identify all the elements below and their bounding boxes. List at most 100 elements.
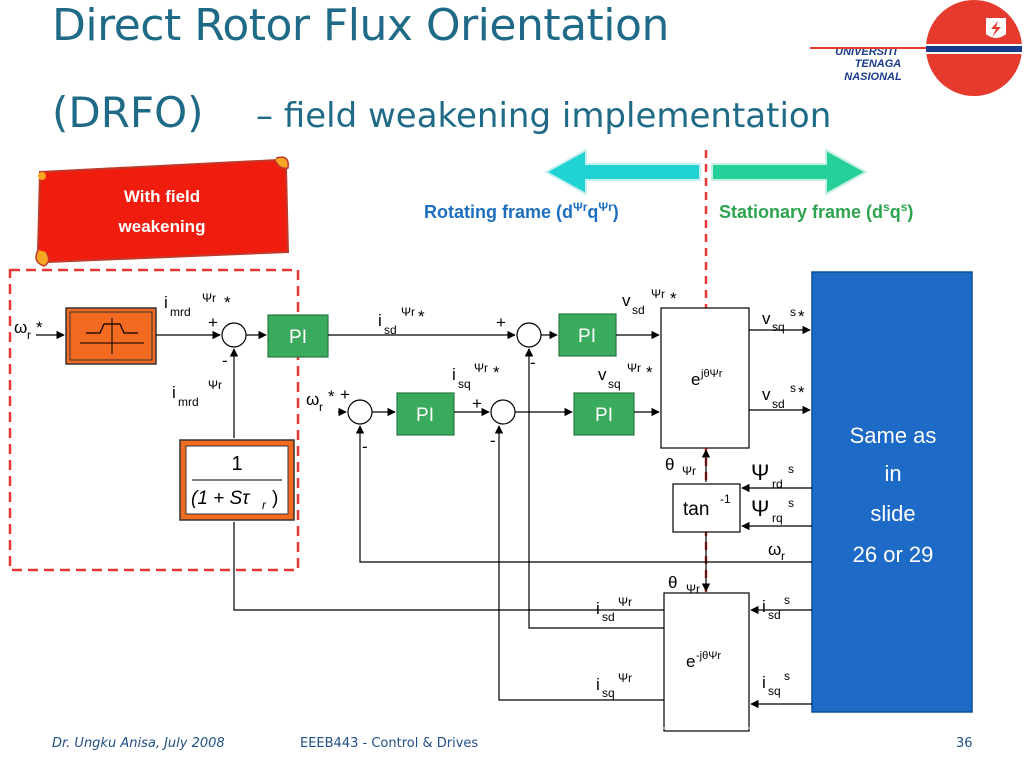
motor-drive-block: Same as in slide 26 or 29 (811, 271, 973, 713)
svg-text:e: e (691, 370, 700, 389)
svg-text:v: v (598, 365, 607, 384)
svg-text:rd: rd (772, 477, 783, 491)
svg-text:*: * (493, 363, 500, 382)
same-as-line-4: 26 or 29 (853, 542, 934, 567)
sum-junction-isd (516, 322, 542, 348)
svg-text:sq: sq (458, 377, 471, 391)
same-as-line-3: slide (870, 501, 915, 526)
svg-text:Ψr: Ψr (474, 361, 488, 375)
svg-text:*: * (670, 289, 677, 308)
svg-text:s: s (784, 669, 790, 683)
svg-text:sq: sq (768, 684, 781, 698)
svg-text:r: r (319, 400, 323, 414)
banner-line-1: With field (124, 187, 200, 206)
svg-text:mrd: mrd (178, 395, 199, 409)
svg-text:sd: sd (384, 323, 397, 337)
lightning-shield-icon (986, 18, 1006, 38)
pi-block-flux: PI (267, 314, 329, 358)
svg-text:*: * (646, 363, 653, 382)
svg-text:sq: sq (602, 686, 615, 700)
transfer-function-block: 1 (1 + Sτ r ) (179, 439, 295, 521)
sum-junction-speed (347, 399, 373, 425)
sum-junction-flux (221, 322, 247, 348)
svg-text:PI: PI (595, 405, 613, 426)
svg-text:tan: tan (683, 499, 709, 520)
svg-text:rq: rq (772, 511, 783, 525)
svg-text:s: s (784, 593, 790, 607)
svg-text:sq: sq (608, 377, 621, 391)
svg-text:-: - (362, 437, 368, 456)
svg-text:*: * (328, 387, 335, 406)
svg-text:e: e (686, 652, 695, 671)
svg-text:Ψr: Ψr (202, 291, 216, 305)
rotating-frame-label: Rotating frame (dΨrqΨr) (424, 200, 619, 222)
svg-text:sd: sd (768, 608, 781, 622)
svg-text:Ψr: Ψr (618, 595, 632, 609)
title-line-1: Direct Rotor Flux Orientation (52, 0, 669, 51)
svg-text:Ψr: Ψr (682, 464, 696, 478)
rotating-frame-arrow (543, 148, 701, 196)
svg-text:Ψr: Ψr (651, 287, 665, 301)
svg-text:): ) (272, 488, 278, 509)
transfer-denominator: (1 + Sτ (191, 488, 251, 509)
svg-text:s: s (790, 381, 796, 395)
transfer-denominator-sub: r (262, 498, 267, 512)
pi-block-isd: PI (558, 313, 617, 357)
footer-page-number: 36 (956, 736, 973, 751)
university-logo: UNIVERSITI TENAGA NASIONAL (810, 0, 1022, 96)
svg-text:*: * (36, 318, 43, 337)
svg-text:ω: ω (768, 540, 781, 559)
footer-course: EEEB443 - Control & Drives (300, 736, 479, 751)
pi-block-speed: PI (396, 392, 455, 436)
transfer-numerator: 1 (231, 453, 242, 475)
svg-text:Ψr: Ψr (208, 378, 222, 392)
svg-text:PI: PI (578, 326, 596, 347)
svg-text:i: i (762, 673, 766, 692)
svg-text:sd: sd (632, 303, 645, 317)
svg-text:+: + (208, 313, 218, 332)
svg-text:*: * (224, 293, 231, 312)
svg-text:Ψr: Ψr (618, 671, 632, 685)
stationary-frame-label: Stationary frame (dsqs) (719, 200, 914, 222)
svg-text:Ψr: Ψr (401, 305, 415, 319)
svg-text:Ψ: Ψ (751, 496, 769, 521)
svg-text:-: - (530, 353, 536, 372)
svg-text:v: v (622, 291, 631, 310)
svg-text:s: s (788, 496, 794, 510)
svg-text:Ψr: Ψr (686, 582, 700, 596)
svg-text:+: + (340, 385, 350, 404)
same-as-line-1: Same as (850, 423, 937, 448)
svg-text:v: v (762, 385, 771, 404)
title-acronym: (DRFO) (52, 88, 204, 137)
svg-text:sq: sq (772, 320, 785, 334)
stationary-frame-arrow (711, 148, 869, 196)
svg-text:r: r (781, 549, 785, 563)
svg-text:i: i (164, 293, 168, 312)
isd-feedback-line (524, 348, 664, 629)
banner-line-2: weakening (118, 217, 206, 236)
svg-text:r: r (27, 328, 31, 342)
svg-text:Ψr: Ψr (627, 361, 641, 375)
svg-text:s: s (788, 462, 794, 476)
svg-text:i: i (762, 597, 766, 616)
svg-text:jθΨr: jθΨr (700, 368, 723, 380)
svg-text:v: v (762, 309, 771, 328)
svg-text:PI: PI (416, 405, 434, 426)
svg-text:i: i (596, 675, 600, 694)
logo-text-3: NASIONAL (844, 71, 902, 83)
svg-text:i: i (596, 599, 600, 618)
rotation-transform-block: e jθΨr (660, 307, 750, 449)
field-weakening-region (8, 268, 300, 572)
signal-lines (36, 325, 812, 709)
field-weakening-block (65, 307, 157, 365)
svg-text:θ: θ (665, 455, 674, 474)
svg-text:sd: sd (772, 397, 785, 411)
sum-junction-isq (490, 399, 516, 425)
svg-text:θ: θ (668, 573, 677, 592)
same-as-line-2: in (884, 461, 901, 486)
svg-text:i: i (452, 365, 456, 384)
svg-text:ω: ω (306, 390, 319, 409)
arctan-block: tan -1 (672, 483, 741, 533)
